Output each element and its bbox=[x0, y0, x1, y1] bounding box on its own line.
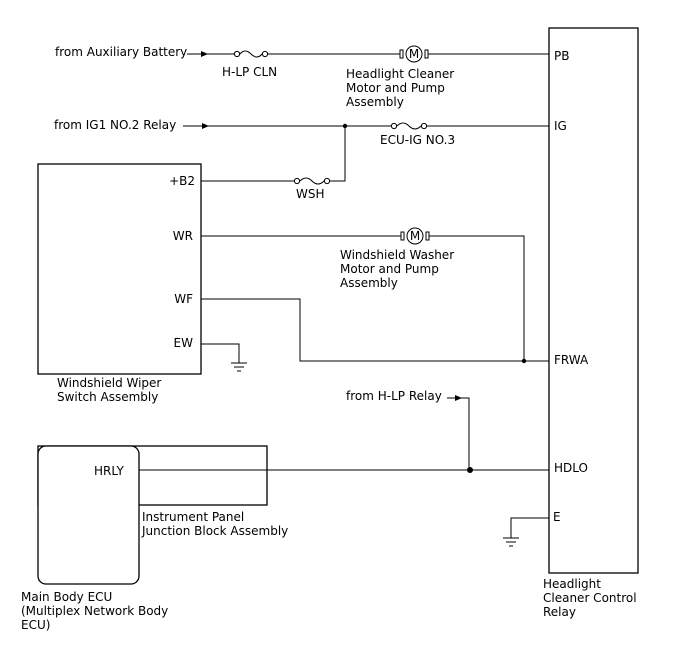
label-headlight-motor-line3: Assembly bbox=[346, 95, 404, 109]
wire-wr-washer bbox=[201, 235, 525, 361]
pin-pb: PB bbox=[554, 49, 569, 63]
label-relay-line1: Headlight bbox=[543, 577, 601, 591]
arrow-aux-battery bbox=[201, 51, 208, 57]
label-fuse-hlp-cln: H-LP CLN bbox=[222, 65, 277, 79]
arrow-ig1-relay bbox=[202, 123, 209, 129]
label-junction-block-line2: Junction Block Assembly bbox=[141, 524, 288, 538]
label-wiper-switch-line2: Switch Assembly bbox=[57, 390, 158, 404]
pin-hdlo: HDLO bbox=[554, 461, 588, 475]
label-fuse-ecu-ig: ECU-IG NO.3 bbox=[380, 133, 455, 147]
main-body-ecu-box bbox=[37, 445, 140, 585]
fuse-wsh-symbol bbox=[293, 177, 331, 185]
label-relay-line2: Cleaner Control bbox=[543, 591, 637, 605]
label-relay-line3: Relay bbox=[543, 605, 576, 619]
ground-symbol-ew bbox=[231, 362, 247, 372]
label-main-ecu-line2: (Multiplex Network Body bbox=[21, 604, 168, 618]
label-fuse-wsh: WSH bbox=[296, 187, 325, 201]
wire-wf-frwa bbox=[201, 298, 549, 362]
wire-hlp-relay bbox=[447, 397, 470, 470]
label-main-ecu-line3: ECU) bbox=[21, 618, 50, 632]
label-headlight-motor-line1: Headlight Cleaner bbox=[346, 67, 454, 81]
wire-e-ground bbox=[510, 517, 549, 538]
junction-dot-hdlo bbox=[467, 467, 473, 473]
washer-motor-symbol: M bbox=[400, 227, 430, 245]
pin-e: E bbox=[553, 510, 561, 524]
wire-b2-wsh bbox=[201, 126, 346, 182]
pin-ew: EW bbox=[174, 336, 194, 350]
label-headlight-motor-line2: Motor and Pump bbox=[346, 81, 445, 95]
pin-frwa: FRWA bbox=[554, 353, 589, 367]
wire-ew-ground bbox=[201, 343, 240, 363]
pin-wf: WF bbox=[174, 292, 193, 306]
label-from-hlp-relay: from H-LP Relay bbox=[346, 389, 442, 403]
label-main-ecu-line1: Main Body ECU bbox=[21, 590, 112, 604]
headlight-cleaner-control-relay-box bbox=[548, 27, 639, 574]
label-junction-block-line1: Instrument Panel bbox=[142, 510, 244, 524]
junction-dot-frwa bbox=[521, 358, 527, 364]
arrow-hlp-relay bbox=[455, 395, 462, 401]
windshield-wiper-switch-box bbox=[37, 163, 202, 375]
label-wiper-switch-line1: Windshield Wiper bbox=[57, 376, 161, 390]
pin-ig: IG bbox=[554, 119, 567, 133]
pin-b2: +B2 bbox=[169, 174, 195, 188]
fuse-ecu-ig-symbol bbox=[390, 122, 428, 130]
headlight-motor-m-label: M bbox=[409, 47, 419, 61]
label-from-aux-battery: from Auxiliary Battery bbox=[55, 45, 187, 59]
headlight-motor-symbol: M bbox=[399, 45, 429, 63]
label-washer-motor-line3: Assembly bbox=[340, 276, 398, 290]
washer-motor-m-label: M bbox=[410, 229, 420, 243]
pin-wr: WR bbox=[173, 229, 193, 243]
label-from-ig1-relay: from IG1 NO.2 Relay bbox=[54, 118, 176, 132]
ground-symbol-e bbox=[503, 537, 519, 547]
pin-hrly: HRLY bbox=[94, 464, 124, 478]
label-washer-motor-line1: Windshield Washer bbox=[340, 248, 454, 262]
fuse-hlp-cln-symbol bbox=[233, 50, 269, 58]
label-washer-motor-line2: Motor and Pump bbox=[340, 262, 439, 276]
